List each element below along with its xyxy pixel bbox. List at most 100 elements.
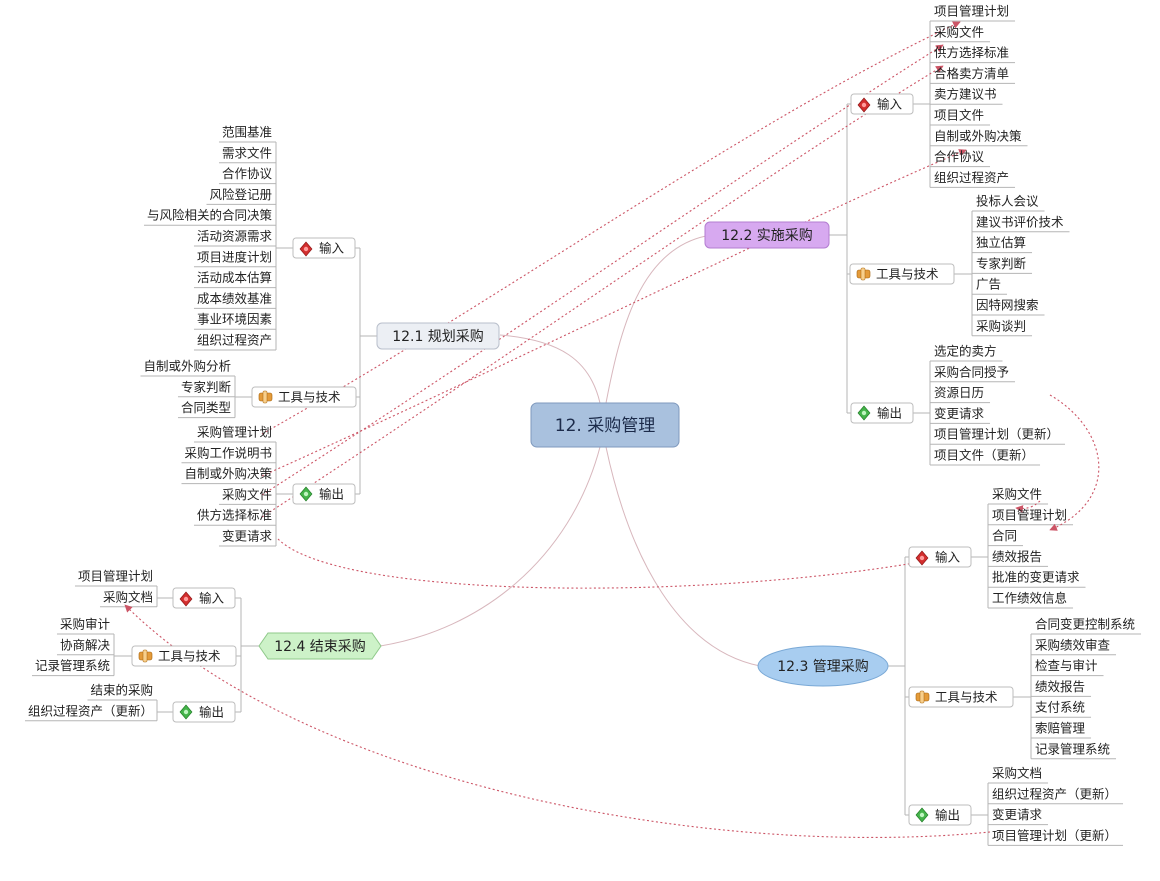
leaf-execute-output-1: 采购合同授予 xyxy=(934,364,1009,379)
leaf-close-tools-1: 协商解决 xyxy=(60,637,111,652)
leaf-plan-output-3: 采购文件 xyxy=(222,487,272,502)
central-topic-box xyxy=(530,402,680,448)
category-label-output: 输出 xyxy=(319,487,344,502)
leaf-execute-tools-3: 专家判断 xyxy=(976,256,1026,271)
category-input: 输入 xyxy=(908,546,972,568)
leaf-plan-input-6: 项目进度计划 xyxy=(197,249,272,264)
category-label-output: 输出 xyxy=(199,705,224,720)
category-label-input: 输入 xyxy=(935,550,961,565)
subtopic-label-close: 12.4 结束采购 xyxy=(274,639,366,655)
leaf-close-output-0: 结束的采购 xyxy=(90,683,153,698)
leaf-control-input-3: 绩效报告 xyxy=(992,549,1042,564)
subtopic-control: 12.3 管理采购 xyxy=(757,645,889,687)
subtopic-label-plan: 12.1 规划采购 xyxy=(392,329,484,345)
output-arrow-icon-highlight xyxy=(861,410,867,416)
leaf-control-tools-4: 支付系统 xyxy=(1035,700,1085,715)
leaf-control-tools-5: 索赔管理 xyxy=(1035,721,1086,736)
branch-execute xyxy=(605,235,707,404)
category-label-output: 输出 xyxy=(877,406,902,421)
category-label-input: 输入 xyxy=(199,591,225,606)
relation-plan-criteria xyxy=(261,65,944,518)
branch-plan xyxy=(499,334,601,404)
relation-control-docs xyxy=(1015,500,1041,513)
category-tools: 工具与技术 xyxy=(908,686,1014,708)
subtopic-plan: 12.1 规划采购 xyxy=(376,322,500,350)
category-input: 输入 xyxy=(850,93,914,115)
category-label-tools: 工具与技术 xyxy=(158,649,221,664)
subtopic-box xyxy=(704,221,830,249)
leaf-plan-input-4: 与风险相关的合同决策 xyxy=(147,208,273,223)
leaf-plan-tools-0: 自制或外购分析 xyxy=(143,359,231,374)
leaf-plan-input-5: 活动资源需求 xyxy=(197,229,273,244)
leaf-plan-output-4: 供方选择标准 xyxy=(197,508,272,523)
category-box xyxy=(849,263,955,285)
leaf-control-output-0: 采购文档 xyxy=(992,766,1042,781)
category-output: 输出 xyxy=(908,804,972,826)
leaf-plan-input-10: 组织过程资产 xyxy=(197,333,272,348)
leaf-control-tools-2: 检查与审计 xyxy=(1035,658,1098,673)
leaf-plan-tools-1: 专家判断 xyxy=(181,379,231,394)
subtopic-box xyxy=(757,645,889,687)
leaf-execute-output-2: 资源日历 xyxy=(934,385,984,400)
category-box xyxy=(292,483,356,505)
leaf-control-input-4: 批准的变更请求 xyxy=(992,570,1080,585)
category-label-tools: 工具与技术 xyxy=(876,267,939,282)
subtopic-label-control: 12.3 管理采购 xyxy=(777,659,869,675)
tools-icon-handle xyxy=(142,649,148,663)
leaf-control-tools-1: 采购绩效审查 xyxy=(1035,637,1111,652)
subtopic-box xyxy=(258,632,382,660)
subtopic-box xyxy=(376,322,500,350)
input-arrow-icon-highlight xyxy=(303,246,309,252)
category-label-tools: 工具与技术 xyxy=(935,690,998,705)
category-label-tools: 工具与技术 xyxy=(278,390,341,405)
relation-plan-procure-docs xyxy=(261,44,944,496)
category-label-input: 输入 xyxy=(319,241,345,256)
leaf-control-input-1: 项目管理计划 xyxy=(992,507,1067,522)
leaf-control-output-1: 组织过程资产（更新） xyxy=(992,786,1117,801)
relation-execute-plan-update xyxy=(1049,394,1100,531)
leaf-close-tools-2: 记录管理系统 xyxy=(35,658,110,673)
category-label-input: 输入 xyxy=(877,97,903,112)
category-box xyxy=(251,386,357,408)
leaf-plan-output-0: 采购管理计划 xyxy=(197,425,272,440)
category-box xyxy=(850,402,914,424)
output-arrow-icon-highlight xyxy=(303,491,309,497)
leaf-execute-input-0: 项目管理计划 xyxy=(934,4,1009,19)
central-topic: 12. 采购管理 xyxy=(530,402,680,448)
leaf-execute-input-2: 供方选择标准 xyxy=(934,45,1009,60)
category-output: 输出 xyxy=(292,483,356,505)
leaf-execute-output-0: 选定的卖方 xyxy=(934,344,997,359)
leaf-control-tools-0: 合同变更控制系统 xyxy=(1035,617,1135,632)
category-label-output: 输出 xyxy=(935,808,960,823)
leaf-control-output-3: 项目管理计划（更新） xyxy=(992,828,1117,843)
leaf-control-input-5: 工作绩效信息 xyxy=(992,591,1067,606)
input-arrow-icon-highlight xyxy=(183,596,189,602)
category-box xyxy=(172,701,236,723)
leaf-execute-tools-5: 因特网搜索 xyxy=(976,298,1039,313)
category-box xyxy=(131,645,237,667)
category-output: 输出 xyxy=(172,701,236,723)
subtopic-close: 12.4 结束采购 xyxy=(258,632,382,660)
relation-plan-mgmt-plan xyxy=(261,21,961,435)
leaf-plan-input-0: 范围基准 xyxy=(222,125,272,140)
leaf-plan-output-1: 采购工作说明书 xyxy=(184,445,272,460)
input-arrow-icon-highlight xyxy=(919,555,925,561)
leaf-control-tools-3: 绩效报告 xyxy=(1035,679,1085,694)
leaf-control-tools-6: 记录管理系统 xyxy=(1035,741,1110,756)
leaf-execute-input-4: 卖方建议书 xyxy=(934,87,997,102)
leaf-execute-input-7: 合作协议 xyxy=(934,149,985,164)
leaf-close-tools-0: 采购审计 xyxy=(60,617,110,632)
category-tools: 工具与技术 xyxy=(251,386,357,408)
leaf-execute-tools-6: 采购谈判 xyxy=(976,318,1026,333)
leaf-execute-output-3: 变更请求 xyxy=(934,406,985,421)
leaf-plan-input-2: 合作协议 xyxy=(222,166,273,181)
central-topic-label: 12. 采购管理 xyxy=(555,416,655,436)
leaf-plan-input-9: 事业环境因素 xyxy=(197,312,272,327)
tools-icon-handle xyxy=(860,267,866,281)
leaf-close-input-0: 项目管理计划 xyxy=(78,569,153,584)
category-tools: 工具与技术 xyxy=(849,263,955,285)
relation-plan-change-request xyxy=(277,538,921,589)
relation-plan-make-buy xyxy=(261,149,967,477)
leaf-control-input-0: 采购文件 xyxy=(992,487,1042,502)
